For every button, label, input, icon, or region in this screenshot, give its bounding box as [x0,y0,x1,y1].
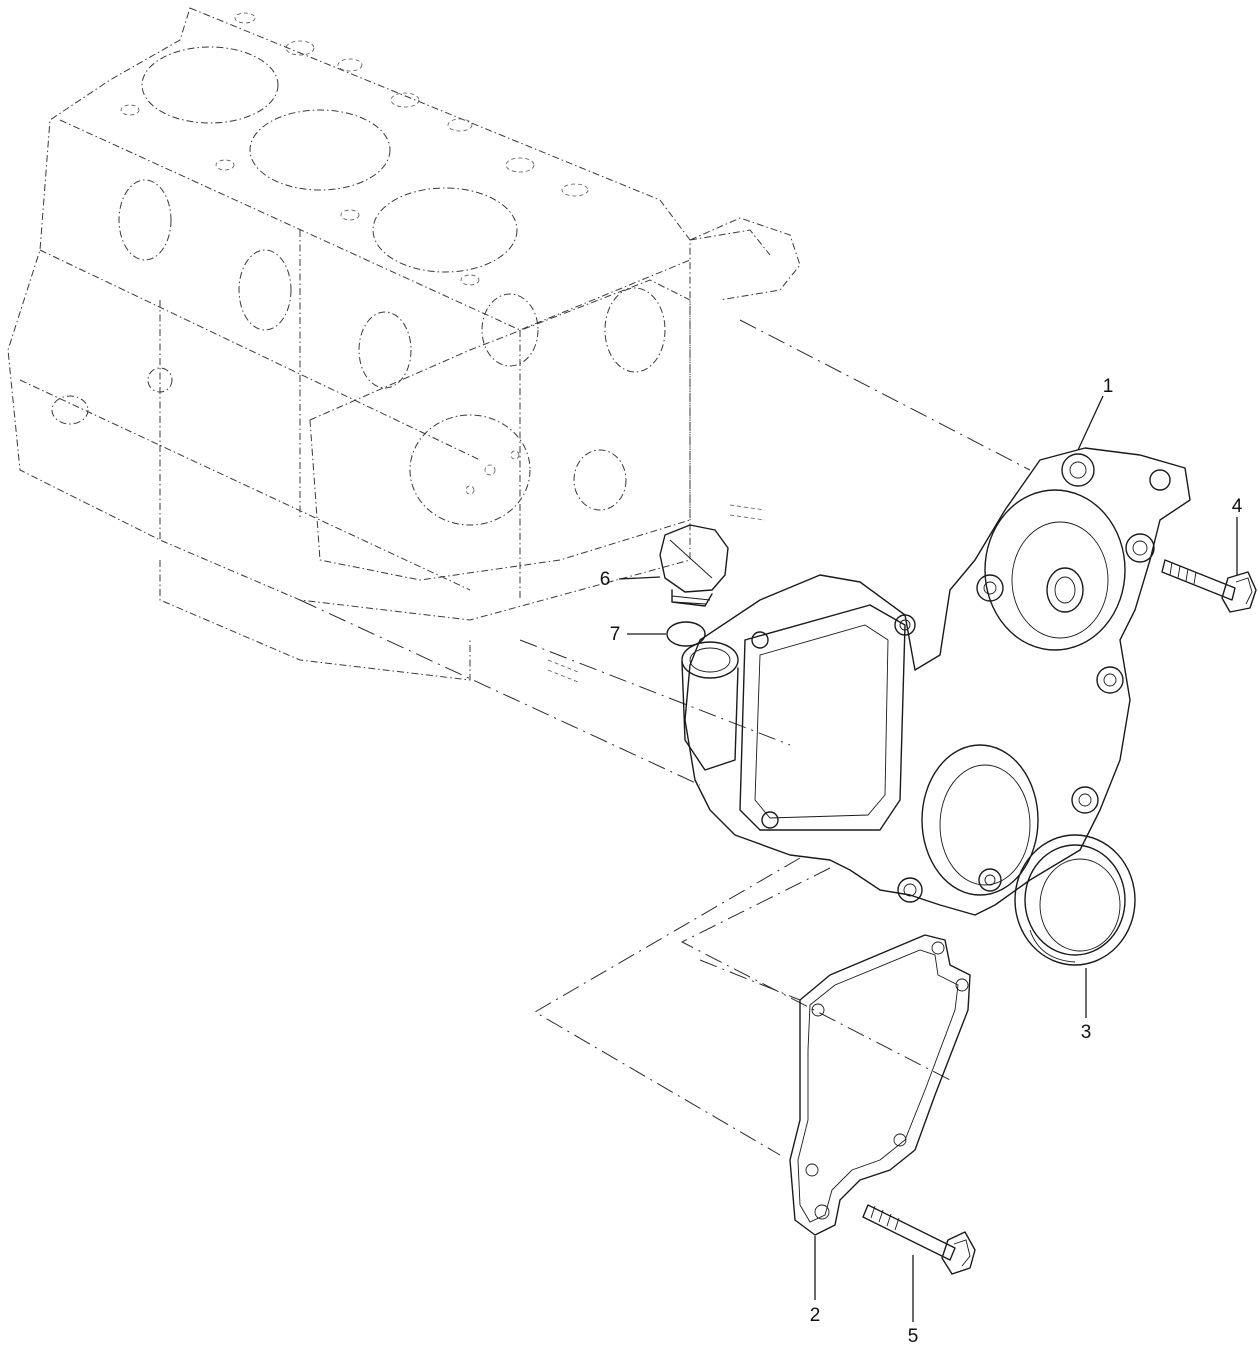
bolt-part-4 [1161,559,1257,613]
crankshaft-seal-part-3 [1014,834,1136,966]
callout-1: 1 [1103,376,1114,397]
callout-6: 6 [600,569,611,590]
bolt-part-5 [862,1204,976,1275]
cover-plate-part-2 [789,934,971,1236]
front-cover-part-1 [681,447,1191,916]
callout-3: 3 [1081,1022,1092,1043]
callout-7: 7 [610,624,621,645]
callout-labels: 1 2 3 4 5 6 7 [600,376,1243,1347]
engine-block-phantom [7,7,801,683]
callout-4: 4 [1232,496,1243,517]
o-ring-part-7 [666,621,706,647]
callout-5: 5 [908,1326,919,1347]
callout-2: 2 [810,1305,821,1326]
oil-filler-cap-part-6 [659,524,729,607]
leader-lines [618,395,1238,1322]
assembly-alignment-lines [299,319,1031,1156]
